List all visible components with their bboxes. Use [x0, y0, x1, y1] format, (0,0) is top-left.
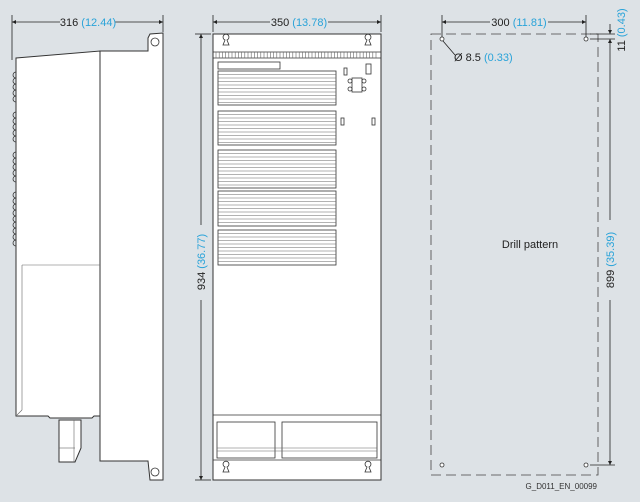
side-view	[12, 32, 164, 481]
figure-id: G_D011_EN_00099	[526, 482, 598, 491]
hole-top-right	[583, 36, 589, 42]
drill-pattern	[430, 33, 599, 476]
width-dimension: 350 (13.78)	[271, 17, 327, 29]
hole-spacing-horizontal: 300 (11.81)	[491, 17, 546, 29]
dimension-lines	[11, 15, 615, 481]
depth-dimension: 316 (12.44)	[60, 17, 116, 29]
hole-bottom-left	[439, 462, 445, 468]
hole-bottom-right	[583, 462, 589, 468]
drill-pattern-label: Drill pattern	[502, 239, 558, 251]
hole-spacing-vertical: 899 (35.39)	[605, 232, 617, 288]
height-dimension: 934 (36.77)	[196, 234, 208, 290]
hole-diameter: Ø 8.5 (0.33)	[454, 52, 513, 64]
hole-top-left	[439, 36, 445, 42]
front-view	[212, 33, 382, 481]
top-offset-dimension: 11 (0.43)	[616, 8, 628, 51]
